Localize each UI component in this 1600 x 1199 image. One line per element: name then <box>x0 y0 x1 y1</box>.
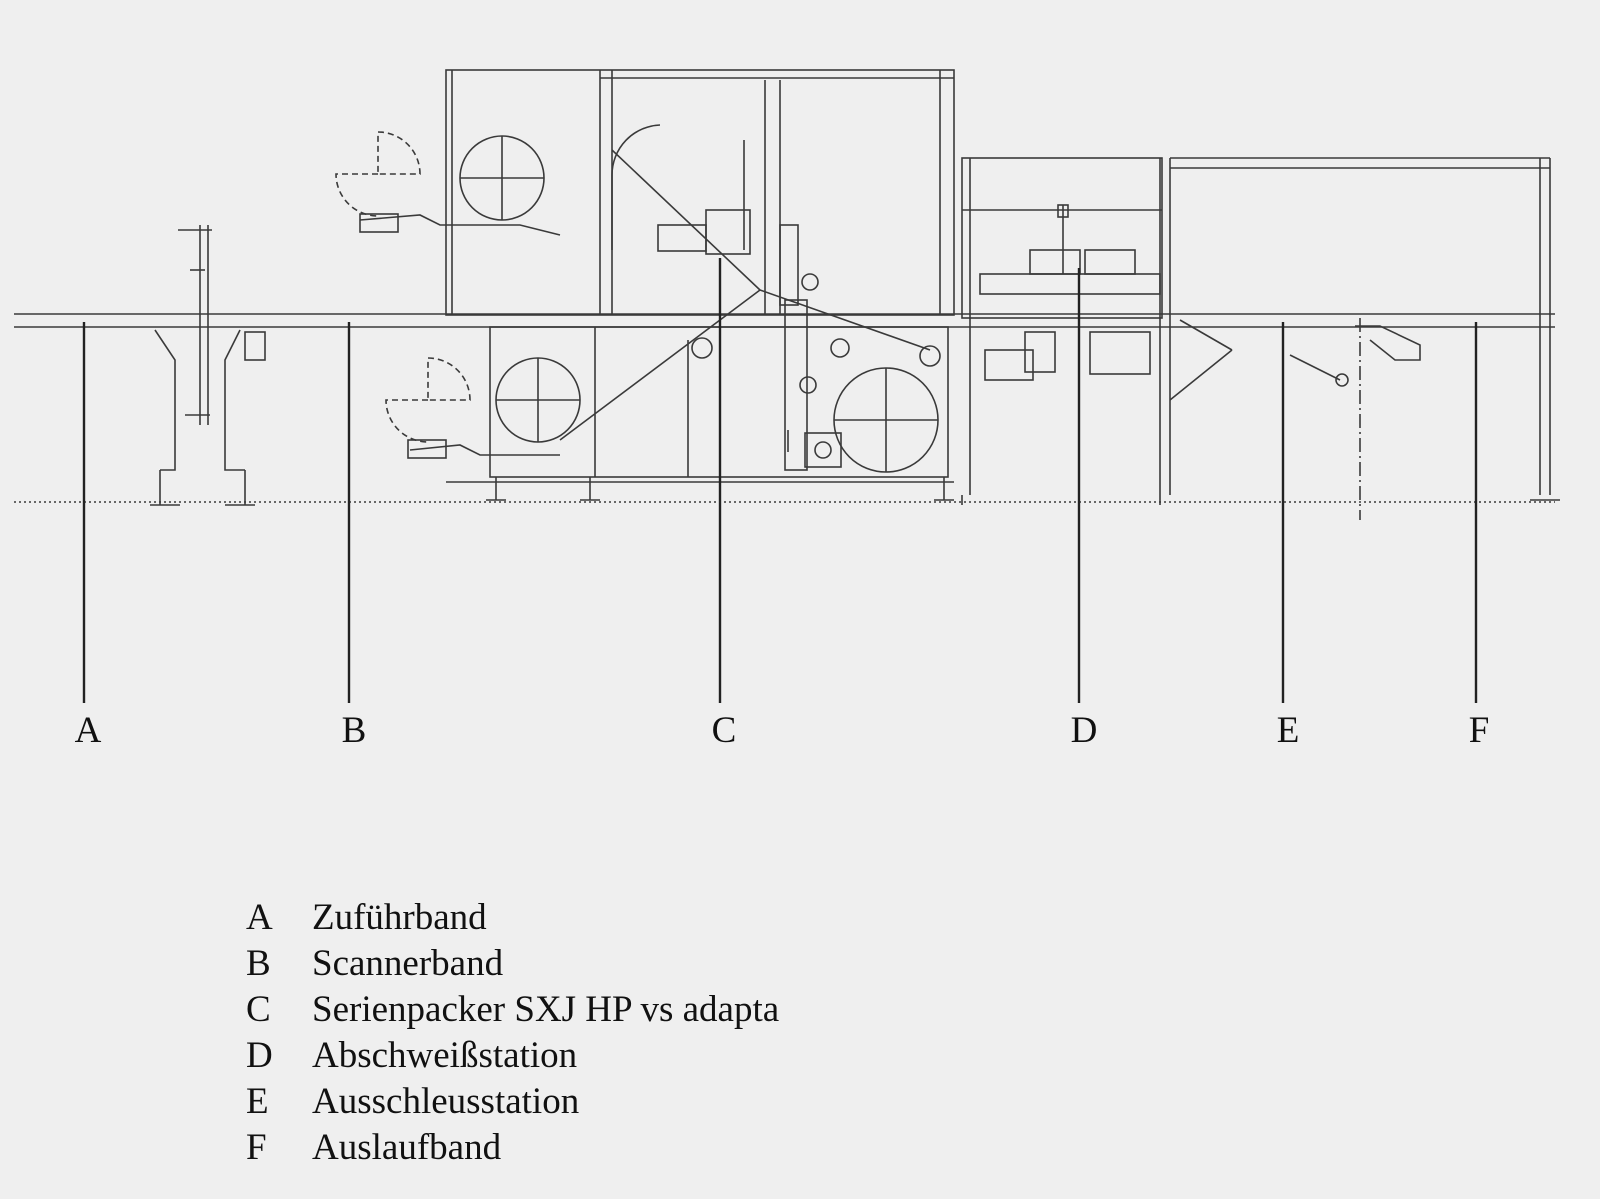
feeder-belt-support <box>150 225 266 506</box>
legend-key: F <box>246 1127 267 1168</box>
callout-d: D <box>1070 710 1098 751</box>
callout-b: B <box>341 710 367 751</box>
sealing-station-frame <box>961 157 1171 505</box>
legend-label: Auslaufband <box>312 1127 502 1168</box>
machine-line-drawing <box>14 69 1560 703</box>
legend-item: B Scannerband <box>246 941 779 987</box>
folding-mechanism <box>657 140 941 471</box>
callout-a: A <box>74 710 102 751</box>
legend-label: Abschweißstation <box>312 1035 578 1076</box>
legend-label: Serienpacker SXJ HP vs adapta <box>312 989 780 1030</box>
callout-f: F <box>1468 710 1490 751</box>
unwind-arcs <box>335 131 471 443</box>
leader-lines <box>82 258 1478 703</box>
legend-label: Zuführband <box>312 897 487 938</box>
legend-key: E <box>246 1081 269 1122</box>
film-rolls <box>459 124 939 473</box>
outfeed-frame <box>1169 157 1560 520</box>
legend-item: C Serienpacker SXJ HP vs adapta <box>246 987 779 1033</box>
legend-item: E Ausschleusstation <box>246 1079 779 1125</box>
legend-item: D Abschweißstation <box>246 1033 779 1079</box>
legend-key: D <box>246 1035 273 1076</box>
legend-label: Ausschleusstation <box>312 1081 580 1122</box>
legend-key: B <box>246 943 271 984</box>
film-path <box>359 149 931 459</box>
serial-packer-frame <box>445 69 955 501</box>
legend-label: Scannerband <box>312 943 504 984</box>
legend: A Zuführband B Scannerband C Serienpacke… <box>246 895 779 1171</box>
legend-key: C <box>246 989 271 1030</box>
legend-item: A Zuführband <box>246 895 779 941</box>
legend-item: F Auslaufband <box>246 1125 779 1171</box>
callout-e: E <box>1276 710 1300 751</box>
callout-c: C <box>711 710 737 751</box>
legend-key: A <box>246 897 273 938</box>
